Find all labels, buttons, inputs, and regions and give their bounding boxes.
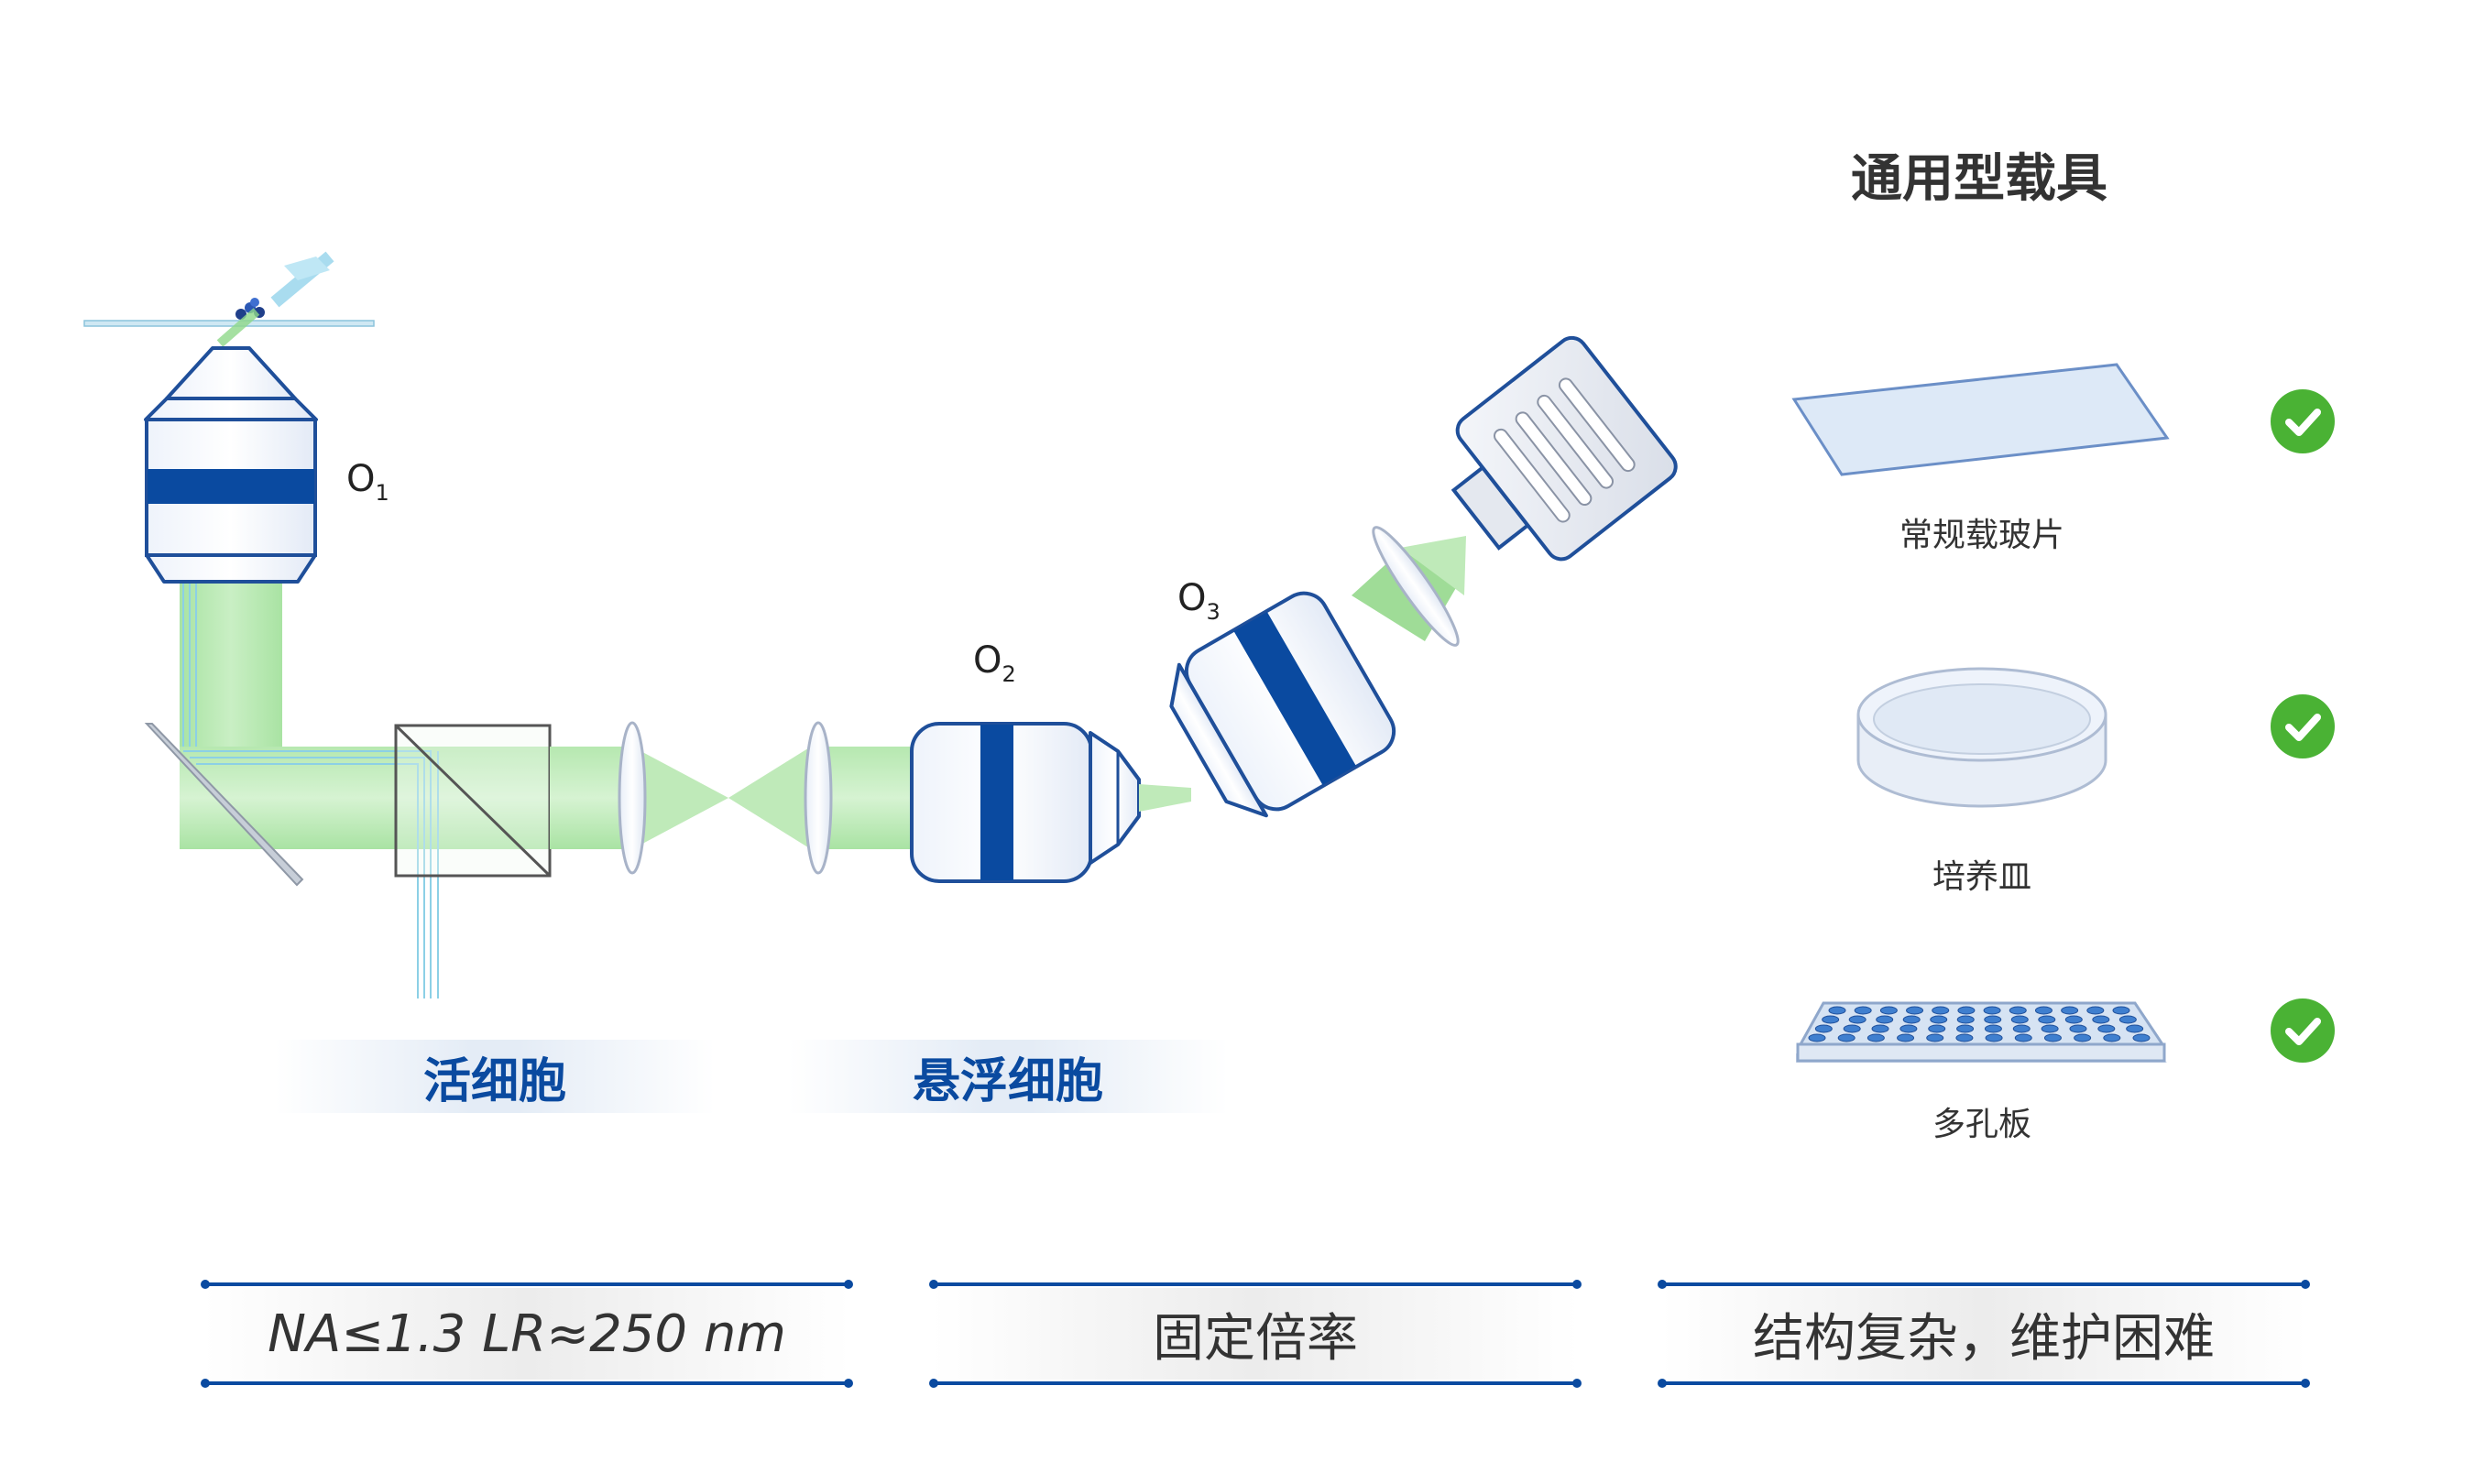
- well: [2061, 1006, 2079, 1015]
- well: [1808, 1033, 1826, 1042]
- well: [1866, 1033, 1885, 1042]
- well: [2097, 1024, 2116, 1033]
- well: [2103, 1033, 2121, 1042]
- well: [2043, 1033, 2062, 1042]
- well: [1932, 1006, 1950, 1015]
- check-icon: [2271, 998, 2335, 1063]
- beam-splitter-cube: [394, 724, 552, 878]
- well: [1828, 1006, 1846, 1015]
- well: [2118, 1015, 2137, 1024]
- multiwell-plate-icon: [1796, 1001, 2167, 1063]
- check-icon: [2271, 694, 2335, 758]
- well: [2041, 1024, 2059, 1033]
- well: [1984, 1015, 2002, 1024]
- well: [1897, 1033, 1915, 1042]
- well: [1956, 1024, 1975, 1033]
- well: [2064, 1015, 2083, 1024]
- well: [1928, 1024, 1946, 1033]
- objective-o1: [144, 346, 318, 584]
- well: [2012, 1024, 2031, 1033]
- well: [1902, 1015, 1921, 1024]
- well: [2126, 1024, 2144, 1033]
- tag-suspension-cells: 悬浮细胞: [788, 1040, 1228, 1113]
- objective-o3: [1169, 591, 1396, 818]
- check-icon: [2271, 389, 2335, 453]
- well: [1957, 1006, 1976, 1015]
- well: [1985, 1033, 2003, 1042]
- well: [2074, 1033, 2092, 1042]
- well: [2069, 1024, 2087, 1033]
- well: [1956, 1015, 1975, 1024]
- objective-label-o3: O3: [1177, 577, 1221, 625]
- spec-magnification-text: 固定倍率: [1153, 1308, 1358, 1369]
- well: [1854, 1006, 1872, 1015]
- camera-icon: [1450, 335, 1678, 562]
- well: [1955, 1033, 1974, 1042]
- well: [1983, 1006, 2001, 1015]
- well: [1822, 1015, 1840, 1024]
- well: [2010, 1015, 2029, 1024]
- tag-live-cells: 活细胞: [275, 1040, 715, 1113]
- spec-resolution-text: NA≤1.3 LR≈250 nm: [268, 1304, 786, 1364]
- carriers-title: 通用型载具: [1851, 149, 2107, 209]
- sample-slide: [83, 251, 375, 347]
- well: [1906, 1006, 1924, 1015]
- well: [1876, 1015, 1894, 1024]
- carrier-label-petri-dish: 培养皿: [1932, 858, 2031, 896]
- well: [2112, 1006, 2130, 1015]
- spec-resolution: NA≤1.3 LR≈250 nm: [201, 1280, 853, 1388]
- well: [1930, 1015, 1948, 1024]
- lens-2: [804, 721, 833, 875]
- well: [1879, 1006, 1898, 1015]
- well: [2014, 1033, 2032, 1042]
- objective-label-o2: O2: [973, 639, 1016, 687]
- objective-label-o1: O1: [346, 458, 389, 506]
- carrier-label-slide: 常规载玻片: [1899, 517, 2064, 554]
- mirror: [144, 723, 304, 887]
- well: [2009, 1006, 2027, 1015]
- well: [1843, 1024, 1861, 1033]
- well: [2086, 1006, 2105, 1015]
- spec-complexity-text: 结构复杂，维护困难: [1753, 1308, 2215, 1369]
- well: [2092, 1015, 2110, 1024]
- objective-o2: [910, 722, 1141, 883]
- well: [1899, 1024, 1918, 1033]
- lens-1: [618, 721, 647, 875]
- well: [2132, 1033, 2151, 1042]
- spec-magnification: 固定倍率: [929, 1280, 1582, 1388]
- slide-icon: [1791, 363, 2170, 476]
- well: [1848, 1015, 1866, 1024]
- well: [1984, 1024, 2002, 1033]
- carrier-label-multiwell-plate: 多孔板: [1932, 1106, 2031, 1143]
- well: [1837, 1033, 1856, 1042]
- petri-dish-icon: [1856, 667, 2107, 808]
- well: [1926, 1033, 1944, 1042]
- well: [1814, 1024, 1833, 1033]
- well: [2034, 1006, 2053, 1015]
- well: [2038, 1015, 2056, 1024]
- lens-3: [1372, 526, 1460, 647]
- well: [1871, 1024, 1889, 1033]
- spec-complexity: 结构复杂，维护困难: [1658, 1280, 2310, 1388]
